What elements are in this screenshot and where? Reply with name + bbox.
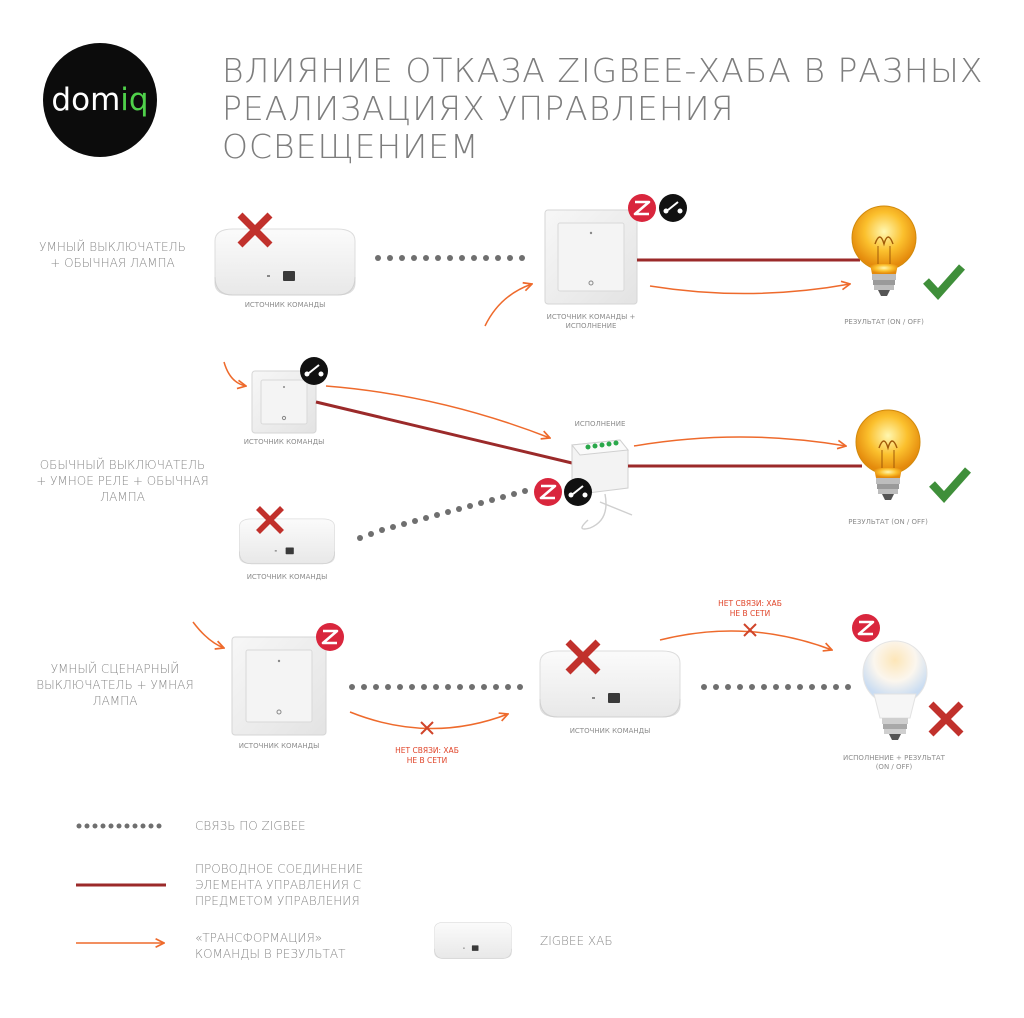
row1-check-mark-icon — [926, 267, 962, 294]
row1-label: УМНЫЙ ВЫКЛЮЧАТЕЛЬ + ОБЫЧНАЯ ЛАМПА — [30, 239, 195, 271]
row1-switch-caption: ИСТОЧНИК КОМАНДЫ + ИСПОЛНЕНИЕ — [530, 313, 652, 331]
row3-bulb-zigbee-icon — [850, 612, 882, 644]
row2-label-line3: ЛАМПА — [100, 490, 145, 504]
row1-result-caption: РЕЗУЛЬТАТ (ON / OFF) — [844, 318, 924, 326]
row2-relay-module-icon — [571, 439, 633, 530]
row1-switch-caption-line1: ИСТОЧНИК КОМАНДЫ + — [546, 313, 636, 321]
logo-text-accent: iq — [120, 82, 149, 118]
row3-result-caption: ИСПОЛНЕНИЕ + РЕЗУЛЬТАТ (ON / OFF) — [834, 754, 954, 772]
title-line1: ВЛИЯНИЕ ОТКАЗА ZIGBEE-ХАБА В РАЗНЫХ — [222, 51, 984, 90]
row3-scene-switch-wall-switch-icon — [231, 636, 327, 736]
legend-wired-line3: ПРЕДМЕТОМ УПРАВЛЕНИЯ — [195, 894, 360, 908]
legend-hub-label: ZIGBEE ХАБ — [540, 934, 613, 948]
row3-arrow-into-switch — [192, 621, 224, 648]
row2-zigbee-dots — [357, 488, 528, 541]
row3-label-line2: ВЫКЛЮЧАТЕЛЬ + УМНАЯ — [36, 678, 194, 692]
legend-wired-label: ПРОВОДНОЕ СОЕДИНЕНИЕ ЭЛЕМЕНТА УПРАВЛЕНИЯ… — [195, 861, 415, 909]
row3-arrow-hub-to-bulb — [659, 630, 832, 650]
row3-no-link-left-x-mark-icon — [420, 721, 434, 735]
row3-label-line3: ЛАМПА — [92, 694, 138, 708]
row3-no-link-right-line1: НЕТ СВЯЗИ: ХАБ — [718, 599, 782, 608]
row3-switch-caption: ИСТОЧНИК КОМАНДЫ — [238, 742, 320, 750]
row2-label-line1: ОБЫЧНЫЙ ВЫКЛЮЧАТЕЛЬ — [39, 458, 206, 472]
row2-wire-switch-relay — [315, 400, 573, 465]
legend-transform-label: «ТРАНСФОРМАЦИЯ» КОМАНДЫ В РЕЗУЛЬТАТ — [195, 930, 395, 962]
row2-hub-caption: ИСТОЧНИК КОМАНДЫ — [246, 573, 328, 581]
row2-light-bulb-icon — [855, 409, 921, 501]
row1-smart-switch-wall-switch-icon — [544, 209, 638, 305]
row2-arrow-into-switch — [223, 361, 246, 386]
row2-switch-caption: ИСТОЧНИК КОМАНДЫ — [243, 438, 325, 446]
row2-hub — [239, 518, 335, 565]
row1-switch-caption-line2: ИСПОЛНЕНИЕ — [565, 322, 617, 330]
row3-label-line1: УМНЫЙ СЦЕНАРНЫЙ — [50, 662, 180, 676]
row1-zigbee-dots — [375, 255, 525, 261]
row2-wall-switch-icon — [251, 370, 317, 434]
row1-hub — [214, 228, 356, 296]
row2-label-line2: + УМНОЕ РЕЛЕ + ОБЫЧНАЯ — [36, 474, 209, 488]
page-title: ВЛИЯНИЕ ОТКАЗА ZIGBEE-ХАБА В РАЗНЫХ РЕАЛ… — [222, 52, 1002, 166]
row3-no-link-right-caption: НЕТ СВЯЗИ: ХАБ НЕ В СЕТИ — [700, 599, 800, 619]
row3-no-link-right-line2: НЕ В СЕТИ — [729, 609, 771, 618]
row1-switch-toggle-icon — [658, 193, 688, 223]
title-line2: РЕАЛИЗАЦИЯХ УПРАВЛЕНИЯ ОСВЕЩЕНИЕМ — [222, 89, 735, 166]
row3-hub — [539, 650, 681, 718]
row2-switch-toggle-icon — [299, 356, 329, 386]
row1-light-bulb-icon — [851, 205, 917, 297]
row3-zigbee-dots-left — [349, 684, 523, 690]
row1-hub-caption: ИСТОЧНИК КОМАНДЫ — [244, 301, 326, 309]
row3-hub-caption: ИСТОЧНИК КОМАНДЫ — [569, 727, 651, 735]
row2-label: ОБЫЧНЫЙ ВЫКЛЮЧАТЕЛЬ + УМНОЕ РЕЛЕ + ОБЫЧН… — [25, 457, 220, 505]
row3-zigbee-dots-right — [701, 684, 851, 690]
row1-zigbee-icon — [626, 192, 658, 224]
row3-no-link-left-line2: НЕ В СЕТИ — [406, 756, 448, 765]
row2-check-mark-icon — [932, 470, 968, 497]
legend-wired-line1: ПРОВОДНОЕ СОЕДИНЕНИЕ — [195, 862, 364, 876]
row3-arrow-switch-to-hub — [349, 711, 508, 730]
row3-no-link-left-line1: НЕТ СВЯЗИ: ХАБ — [395, 746, 459, 755]
row3-switch-zigbee-icon — [314, 621, 346, 653]
row2-arrow-relay-to-bulb — [633, 436, 846, 446]
legend-transform-line1: «ТРАНСФОРМАЦИЯ» — [195, 931, 323, 945]
legend-wired-line2: ЭЛЕМЕНТА УПРАВЛЕНИЯ С — [195, 878, 362, 892]
row3-label: УМНЫЙ СЦЕНАРНЫЙ ВЫКЛЮЧАТЕЛЬ + УМНАЯ ЛАМП… — [30, 661, 200, 709]
row3-result-caption-line2: (ON / OFF) — [875, 763, 913, 771]
row2-relay-caption: ИСПОЛНЕНИЕ — [574, 420, 626, 428]
legend-zigbee-hub-icon — [434, 922, 512, 959]
row1-label-line2: + ОБЫЧНАЯ ЛАМПА — [50, 256, 175, 270]
row3-no-link-left-caption: НЕТ СВЯЗИ: ХАБ НЕ В СЕТИ — [374, 746, 480, 766]
row3-fail-x-mark-icon — [931, 704, 961, 734]
legend-zigbee-dots — [76, 823, 162, 829]
row3-smart-bulb-icon — [862, 640, 928, 740]
row1-label-line1: УМНЫЙ ВЫКЛЮЧАТЕЛЬ — [39, 240, 186, 254]
row1-arrow-to-bulb — [649, 284, 850, 295]
row3-no-link-right-x-mark-icon — [743, 623, 757, 637]
legend-transform-line2: КОМАНДЫ В РЕЗУЛЬТАТ — [195, 947, 346, 961]
row2-zigbee-icon — [532, 476, 564, 508]
row1-arrow-to-switch — [484, 284, 532, 327]
logo-text-main: dom — [51, 82, 121, 118]
row2-switch-toggle-icon-relay — [563, 477, 593, 507]
legend-zigbee-link-label: СВЯЗЬ ПО ZIGBEE — [195, 819, 306, 833]
row3-result-caption-line1: ИСПОЛНЕНИЕ + РЕЗУЛЬТАТ — [843, 754, 945, 762]
row2-result-caption: РЕЗУЛЬТАТ (ON / OFF) — [848, 518, 928, 526]
row2-arrow-to-relay — [325, 385, 550, 438]
